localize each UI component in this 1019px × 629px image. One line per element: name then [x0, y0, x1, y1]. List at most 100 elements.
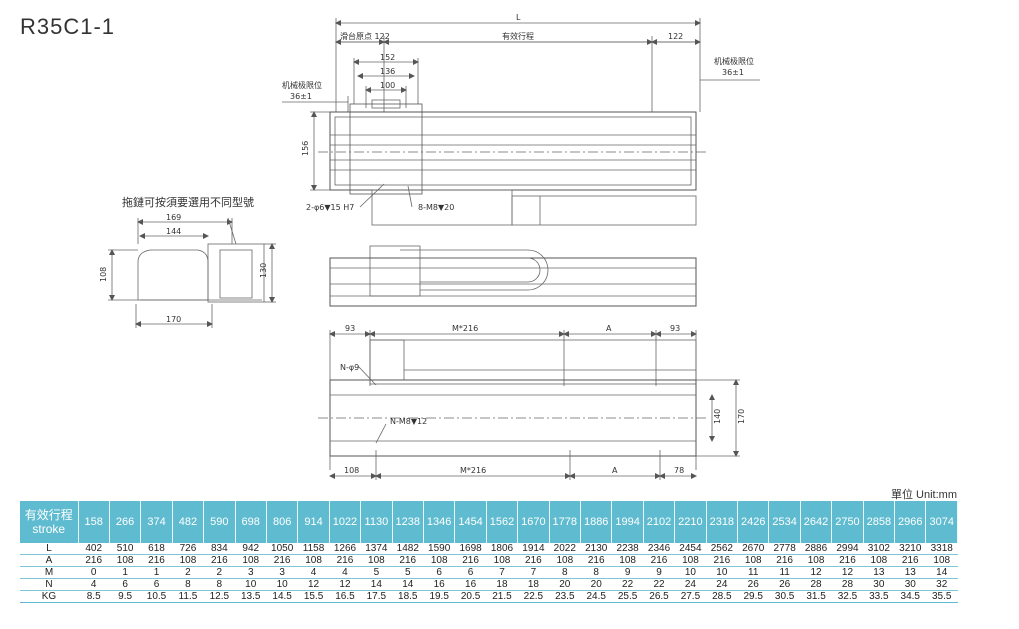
table-cell: 216: [140, 554, 173, 567]
stroke-header-cell: 1778: [549, 501, 582, 543]
table-cell: 24: [674, 578, 707, 591]
table-cell: 1158: [297, 543, 330, 555]
table-cell: 0: [78, 566, 110, 579]
table-cell: 12: [831, 566, 864, 579]
dim-130: 130: [259, 263, 268, 278]
table-cell: 12: [800, 566, 832, 579]
technical-drawing: L 滑台原点 122 有效行程 122 机械极限位 36±1 机械极限位 36±…: [99, 13, 760, 480]
table-cell: 6: [454, 566, 487, 579]
table-cell: 25.5: [611, 590, 644, 603]
table-cell: 26: [768, 578, 801, 591]
table-cell: 3: [235, 566, 267, 579]
stroke-header-cell: 1346: [423, 501, 456, 543]
table-cell: 13.5: [235, 590, 267, 603]
stroke-header-cn: 有效行程: [24, 508, 73, 522]
table-cell: 19.5: [423, 590, 455, 603]
table-cell: 108: [737, 554, 769, 567]
table-cell: 2346: [643, 543, 675, 555]
table-cell: 2778: [768, 543, 801, 555]
thread-note: 8-M8▼20: [418, 203, 454, 212]
dim-108-bottom: 108: [344, 466, 359, 475]
dim-140: 140: [713, 409, 722, 424]
table-cell: 726: [172, 543, 204, 555]
table-cell: 108: [925, 554, 958, 567]
dim-m216-bottom: M*216: [460, 466, 486, 475]
dim-169: 169: [166, 213, 181, 222]
table-cell: 216: [706, 554, 738, 567]
stroke-header-cell: 2858: [863, 501, 896, 543]
stroke-header-cell: 2642: [800, 501, 833, 543]
table-cell: 216: [831, 554, 864, 567]
table-cell: 2562: [706, 543, 738, 555]
table-cell: 2022: [549, 543, 581, 555]
row-label: M: [20, 566, 78, 579]
table-cell: 10: [674, 566, 707, 579]
table-cell: 8: [549, 566, 581, 579]
table-cell: 11: [737, 566, 769, 579]
table-cell: 216: [643, 554, 675, 567]
dim-100: 100: [380, 81, 395, 90]
table-cell: 23.5: [549, 590, 581, 603]
table-cell: 12: [329, 578, 361, 591]
table-cell: 108: [360, 554, 393, 567]
table-cell: 834: [203, 543, 236, 555]
dim-A-top: A: [606, 324, 612, 333]
table-cell: 26: [737, 578, 769, 591]
stroke-header-cell: 1994: [611, 501, 644, 543]
dim-93-right: 93: [670, 324, 680, 333]
table-cell: 24.5: [580, 590, 612, 603]
table-cell: 3210: [894, 543, 926, 555]
table-cell: 216: [266, 554, 298, 567]
table-cell: 2: [172, 566, 204, 579]
stroke-header-cell: 2102: [643, 501, 676, 543]
stroke-header-cell: 2966: [894, 501, 927, 543]
table-cell: 2238: [611, 543, 644, 555]
dim-effective-stroke: 有效行程: [502, 31, 534, 41]
table-cell: 35.5: [925, 590, 958, 603]
stroke-header-cell: 2426: [737, 501, 770, 543]
table-cell: 216: [454, 554, 487, 567]
table-cell: 5: [360, 566, 393, 579]
dim-136: 136: [380, 67, 395, 76]
table-cell: 8: [172, 578, 204, 591]
stroke-header-cell: 806: [266, 501, 299, 543]
stroke-header-cell: 590: [203, 501, 236, 543]
table-cell: 29.5: [737, 590, 769, 603]
table-cell: 216: [517, 554, 550, 567]
table-cell: 6: [423, 566, 455, 579]
table-cell: 2454: [674, 543, 707, 555]
table-cell: 28: [800, 578, 832, 591]
table-cell: 1590: [423, 543, 455, 555]
table-cell: 10: [706, 566, 738, 579]
table-cell: 9: [611, 566, 644, 579]
table-cell: 33.5: [863, 590, 895, 603]
stroke-header-cell: 266: [109, 501, 142, 543]
mech-limit-left-label: 机械极限位: [282, 80, 322, 90]
table-cell: 7: [517, 566, 550, 579]
row-label: A: [20, 554, 78, 567]
table-cell: 2994: [831, 543, 864, 555]
table-cell: 28: [831, 578, 864, 591]
table-cell: 34.5: [894, 590, 926, 603]
table-cell: 108: [486, 554, 518, 567]
hole-note: 2-φ6▼15 H7: [306, 203, 354, 212]
table-cell: 27.5: [674, 590, 707, 603]
table-cell: 2886: [800, 543, 832, 555]
dim-m216-top: M*216: [452, 324, 478, 333]
dim-170-side: 170: [737, 409, 746, 424]
table-cell: 11.5: [172, 590, 204, 603]
table-cell: 108: [611, 554, 644, 567]
table-cell: 1698: [454, 543, 487, 555]
table-cell: 8: [203, 578, 236, 591]
stroke-header-cell: 1886: [580, 501, 613, 543]
table-cell: 9: [643, 566, 675, 579]
table-cell: 108: [297, 554, 330, 567]
table-cell: 31.5: [800, 590, 832, 603]
stroke-header-cell: 2750: [831, 501, 864, 543]
table-cell: 8.5: [78, 590, 110, 603]
table-cell: 16.5: [329, 590, 361, 603]
table-cell: 22: [643, 578, 675, 591]
